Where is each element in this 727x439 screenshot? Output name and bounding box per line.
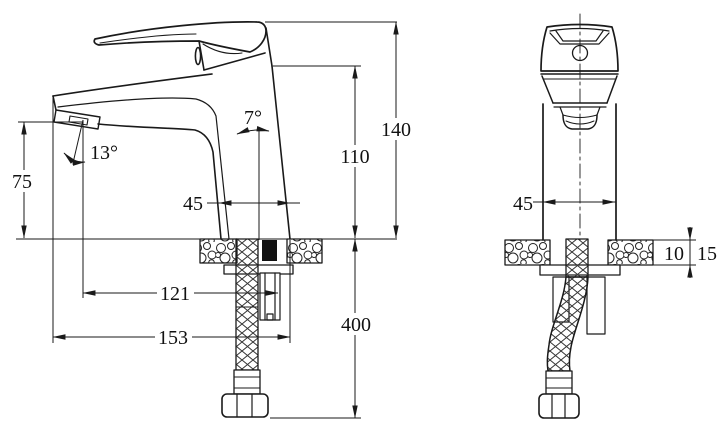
dim-label-45-side: 45: [183, 193, 203, 215]
aerator-outlet: [53, 109, 101, 130]
handle-lever: [93, 21, 267, 66]
countertop-section-front: [504, 238, 654, 419]
slab-hatch-right: [286, 238, 323, 264]
slab-hatch-left: [504, 239, 551, 266]
slab-hatch-right: [607, 239, 654, 266]
cartridge-cap: [198, 27, 273, 71]
dim-label-110: 110: [340, 146, 369, 168]
hose-nut: [538, 393, 580, 419]
hose-collar: [233, 369, 261, 395]
dim-label-7deg: 7°: [244, 107, 262, 129]
angle-leg-13: [72, 119, 84, 164]
dim-label-13deg: 13°: [90, 142, 118, 164]
mounting-stud: [259, 272, 281, 321]
supply-shank: [565, 238, 589, 278]
dim-label-15: 15: [697, 243, 717, 265]
aerator-front: [562, 114, 598, 130]
hose-collar: [545, 370, 573, 395]
mounting-stud-right: [586, 276, 606, 335]
dim-label-45-front: 45: [513, 193, 533, 215]
dimension-annotations: 75 13° 7° 45 110 140 400 121 153 45 10 1…: [10, 21, 717, 419]
angle-arc-7: [236, 126, 270, 135]
slab-hatch-left: [199, 238, 238, 264]
dim-label-400: 400: [341, 314, 371, 336]
angle-arc-13: [63, 152, 86, 166]
dim-label-140: 140: [381, 119, 411, 141]
dim-label-153: 153: [158, 327, 188, 349]
dim-label-121: 121: [160, 283, 190, 305]
dim-label-75: 75: [12, 171, 32, 193]
handle-cap-front: [540, 23, 619, 72]
dim-label-10: 10: [664, 243, 684, 265]
supply-shank: [235, 238, 259, 371]
hose-nut: [221, 393, 269, 418]
rubber-seal: [262, 240, 277, 261]
